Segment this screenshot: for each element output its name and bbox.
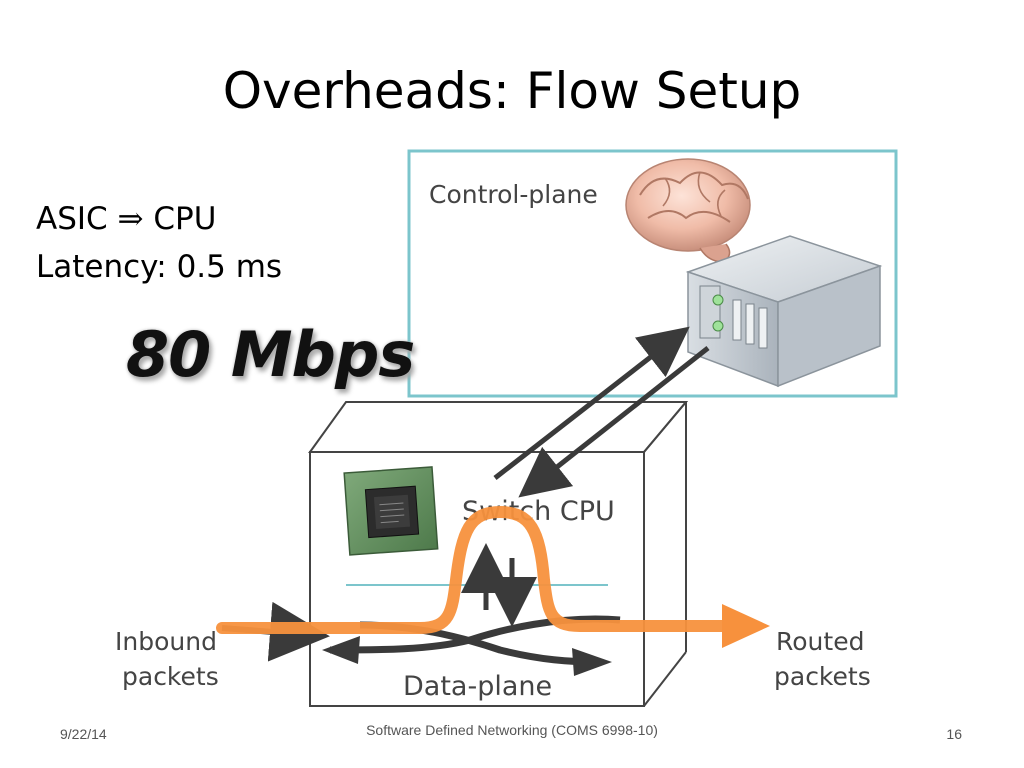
bullet-asic-cpu: ASIC ⇒ CPU <box>36 195 282 243</box>
bullet-cpu: CPU <box>153 201 217 237</box>
routed-label-2: packets <box>774 662 871 691</box>
inbound-label-1: Inbound <box>115 627 217 656</box>
slide-title: Overheads: Flow Setup <box>222 62 802 120</box>
bullet-asic: ASIC <box>36 201 108 237</box>
server-icon <box>685 235 883 388</box>
chip-icon <box>343 466 439 556</box>
footer-date: 9/22/14 <box>60 726 107 742</box>
data-plane-label: Data-plane <box>403 671 552 702</box>
flow-arrowhead <box>722 604 770 648</box>
brain-icon <box>625 158 751 263</box>
implies-arrow-icon: ⇒ <box>117 201 144 237</box>
throughput-rate: 80 Mbps <box>126 318 415 391</box>
footer-course: Software Defined Networking (COMS 6998-1… <box>366 722 658 738</box>
bullet-list: ASIC ⇒ CPU Latency: 0.5 ms <box>36 195 282 291</box>
flow-path <box>216 506 736 634</box>
arrow-from-control <box>518 346 710 498</box>
bullet-latency: Latency: 0.5 ms <box>36 249 283 285</box>
control-plane-label: Control-plane <box>429 180 598 209</box>
routed-label-1: Routed <box>776 627 864 656</box>
footer-page-number: 16 <box>946 726 962 742</box>
inbound-label-2: packets <box>122 662 219 691</box>
